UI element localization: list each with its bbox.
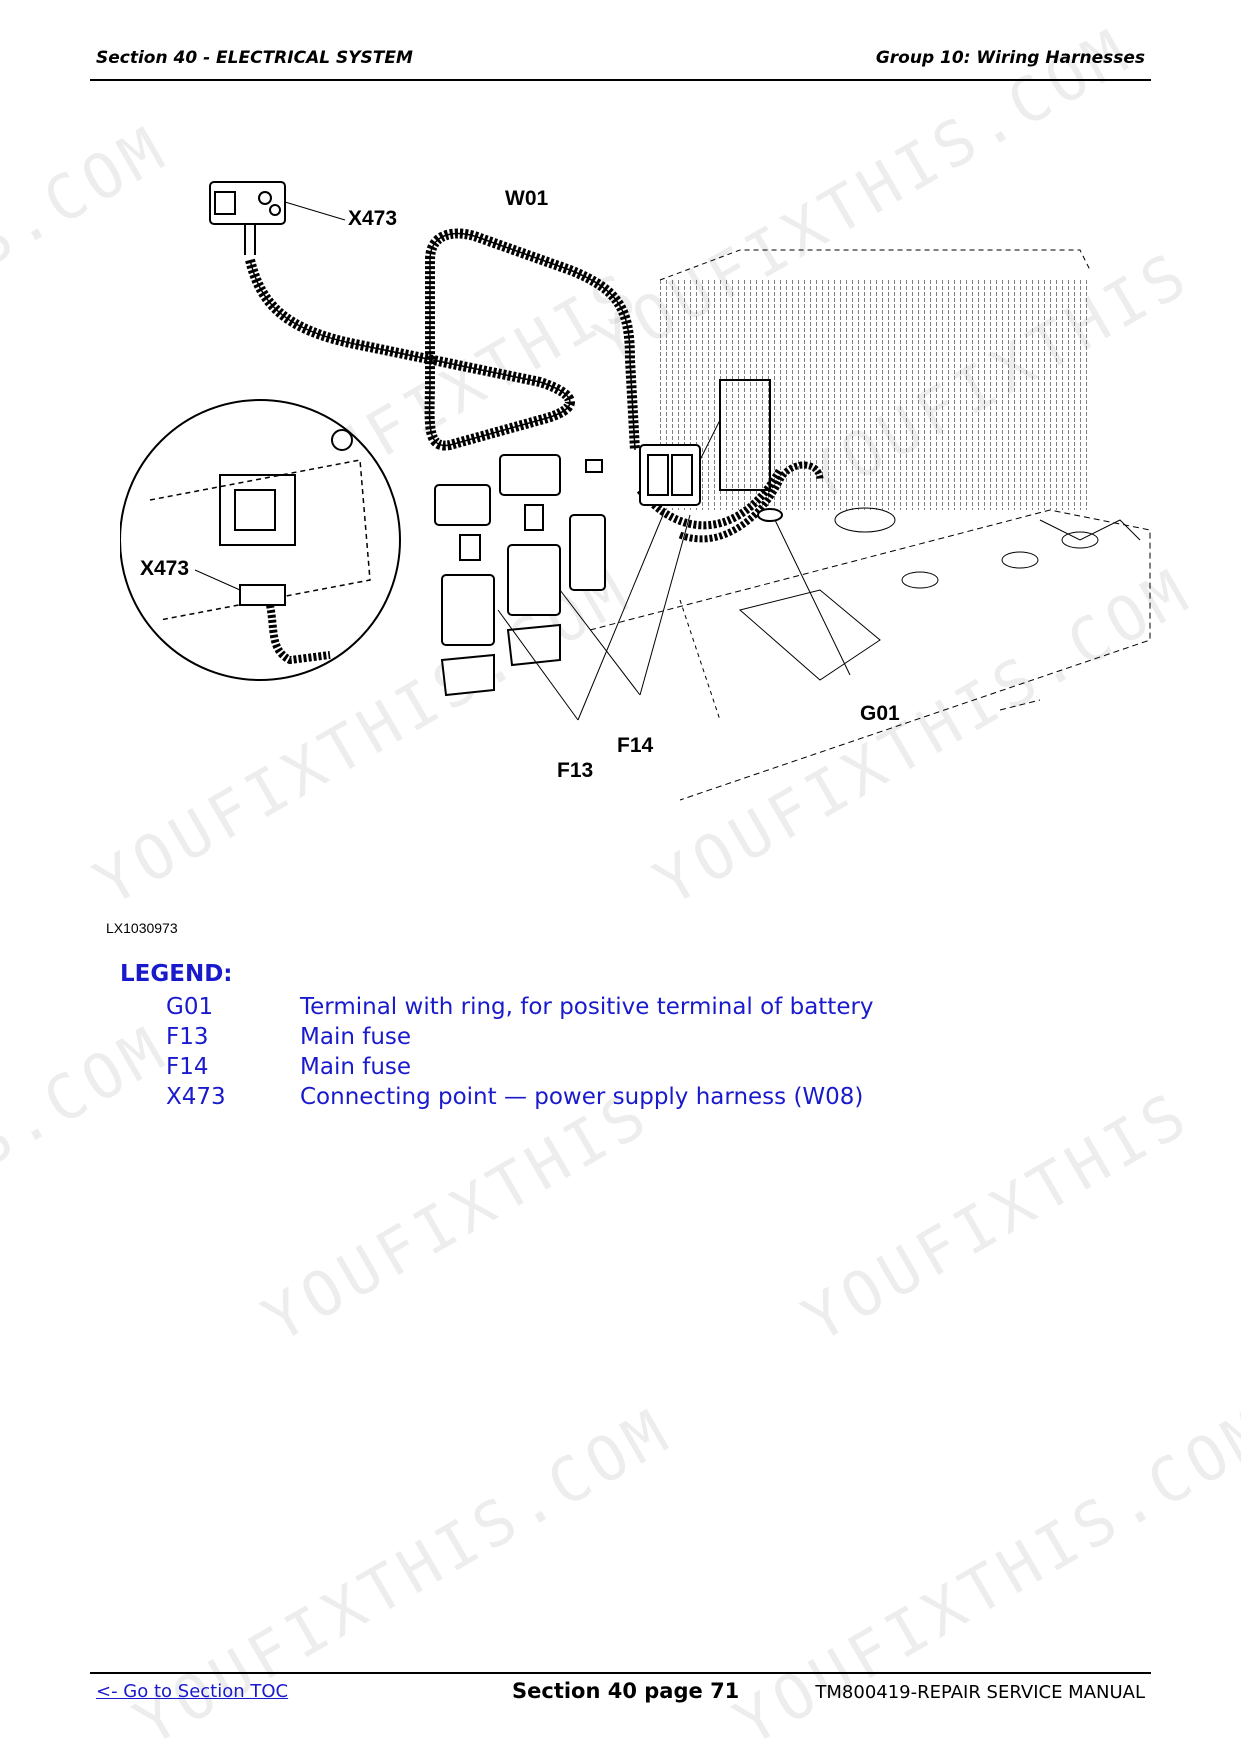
legend-title: LEGEND: (120, 961, 233, 987)
connector-x473-top (209, 181, 346, 255)
ground-ring-g01 (678, 461, 851, 676)
legend-code: X473 (166, 1084, 226, 1110)
section-toc-link[interactable]: <- Go to Section TOC (96, 1681, 289, 1702)
legend-item: F14 Main fuse (166, 1052, 874, 1082)
watermark: S.COM (0, 1010, 181, 1183)
section-title: Section 40 - ELECTRICAL SYSTEM (96, 48, 413, 68)
fuse-parts-exploded (434, 454, 606, 697)
legend-item: F13 Main fuse (166, 1022, 874, 1052)
callout-f14: F14 (617, 734, 654, 757)
callout-x473-top: X473 (348, 207, 397, 230)
group-title: Group 10: Wiring Harnesses (875, 48, 1145, 68)
legend-desc: Terminal with ring, for positive termina… (300, 994, 874, 1020)
callout-w01: W01 (505, 187, 549, 210)
fuse-holder-assembly (639, 379, 771, 506)
engine-block-drawing (589, 249, 1151, 801)
legend-desc: Main fuse (300, 1024, 412, 1050)
watermark: YOUFIXTHIS (790, 1076, 1203, 1357)
page-number: Section 40 page 71 (512, 1679, 740, 1703)
footer-rule (90, 1672, 1151, 1674)
header-rule (90, 79, 1151, 81)
legend-item: X473 Connecting point — power supply har… (166, 1082, 874, 1112)
legend-item: G01 Terminal with ring, for positive ter… (166, 992, 874, 1022)
legend-list: G01 Terminal with ring, for positive ter… (166, 992, 874, 1112)
legend-desc: Connecting point — power supply harness … (300, 1084, 864, 1110)
manual-title: TM800419-REPAIR SERVICE MANUAL (815, 1682, 1145, 1703)
callout-f13: F13 (557, 759, 593, 782)
figure-id: LX1030973 (106, 920, 178, 936)
legend-code: G01 (166, 994, 214, 1020)
legend-code: F13 (166, 1024, 209, 1050)
callout-x473-detail: X473 (140, 557, 189, 580)
legend-code: F14 (166, 1054, 209, 1080)
leader-lines (497, 509, 691, 721)
legend-desc: Main fuse (300, 1054, 412, 1080)
detail-circle (120, 399, 401, 681)
wiring-harness-figure: X473 W01 X473 G01 F14 F13 (120, 181, 1151, 801)
watermark: YOUFIXTHIS (250, 1076, 663, 1357)
callout-g01: G01 (860, 702, 900, 725)
watermark: YOUFIXTHIS.COM (722, 1393, 1241, 1760)
watermark: YOUFIXTHIS.COM (122, 1393, 685, 1760)
